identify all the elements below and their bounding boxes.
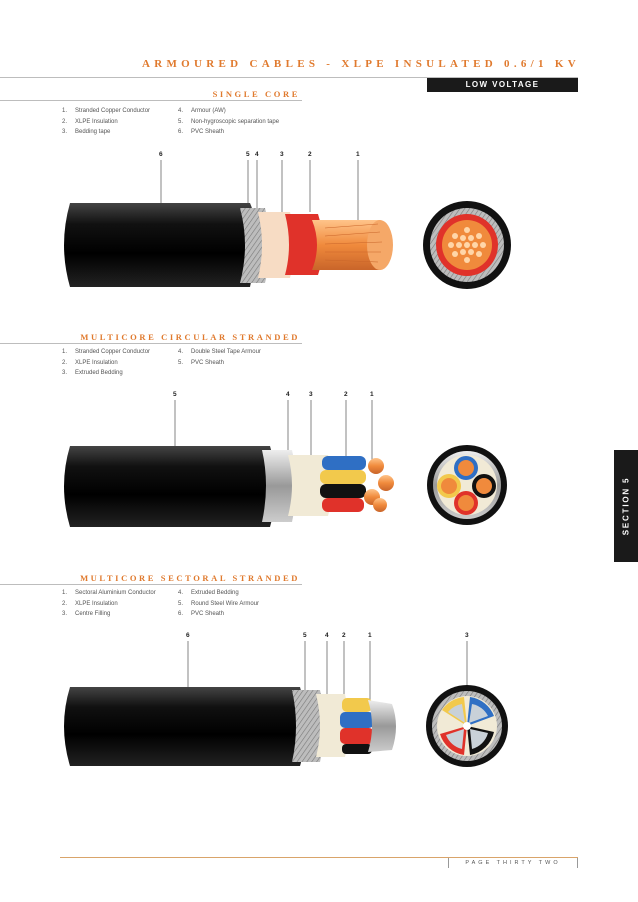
pvc-sheath-multicore (64, 446, 276, 527)
bedding-tape (258, 212, 294, 278)
footer-divider (448, 858, 449, 868)
callout-number: 6 (186, 632, 190, 639)
legend-item: 4.Extruded Bedding (178, 590, 239, 596)
legend-col-1: 1.Stranded Copper Conductor 2.XLPE Insul… (62, 106, 150, 138)
single-core-cross-section (423, 201, 511, 289)
multicore-sectoral-cross-section (426, 685, 508, 767)
core-blue (322, 456, 366, 470)
legend-item: 6.PVC Sheath (178, 611, 225, 617)
callout-number: 5 (173, 391, 177, 398)
legend-item: 1.Stranded Copper Conductor (62, 108, 151, 114)
legend-item: 4.Double Steel Tape Armour (178, 349, 261, 355)
callout-number: 4 (255, 151, 259, 158)
callout-number: 5 (303, 632, 307, 639)
callout-number: 1 (356, 151, 360, 158)
callout-number: 1 (370, 391, 374, 398)
section-title-single-core: SINGLE CORE (212, 89, 300, 99)
legend-col-2: 4.Double Steel Tape Armour 5.PVC Sheath (178, 347, 261, 368)
callout-number: 2 (308, 151, 312, 158)
callout-number: 2 (342, 632, 346, 639)
legend-item: 6.PVC Sheath (178, 129, 225, 135)
extruded-bedding-sectoral (316, 694, 349, 757)
legend-item: 1.Stranded Copper Conductor (62, 349, 151, 355)
section-title-multicore-circular: MULTICORE CIRCULAR STRANDED (80, 332, 300, 342)
pvc-sheath (64, 203, 256, 287)
legend-col-2: 4.Extruded Bedding 5.Round Steel Wire Ar… (178, 588, 259, 620)
legend-item: 1.Sectoral Aluminium Conductor (62, 590, 156, 596)
legend-item: 3.Extruded Bedding (62, 370, 123, 376)
footer-rule (60, 857, 578, 858)
legend-item: 2.XLPE Insulation (62, 118, 118, 125)
section-side-tab: SECTION 5 (614, 450, 638, 562)
legend-item: 2.XLPE Insulation (62, 600, 118, 607)
legend-col-1: 1.Sectoral Aluminium Conductor 2.XLPE In… (62, 588, 156, 620)
callout-number: 1 (368, 632, 372, 639)
extruded-bedding (288, 455, 332, 516)
section-rule (0, 343, 302, 344)
copper-conductor (312, 220, 388, 270)
legend-item: 5.Non-hygroscopic separation tape (178, 118, 280, 125)
legend-col-1: 1.Stranded Copper Conductor 2.XLPE Insul… (62, 347, 150, 379)
section-rule (0, 584, 302, 585)
page-number: PAGE THIRTY TWO (465, 860, 561, 866)
low-voltage-badge: LOW VOLTAGE (427, 78, 578, 92)
legend-col-2: 4.Armour (AW) 5.Non-hygroscopic separati… (178, 106, 279, 138)
callout-number: 3 (280, 151, 284, 158)
round-steel-wire-armour (292, 690, 324, 762)
xlpe-insulation (285, 214, 323, 275)
callout-number: 4 (286, 391, 290, 398)
callout-number: 6 (159, 151, 163, 158)
section-tab-label: SECTION 5 (621, 476, 631, 536)
steel-tape-armour (262, 450, 296, 522)
multicore-circular-cross-section (427, 445, 507, 525)
core-red (322, 498, 364, 512)
callout-number: 3 (309, 391, 313, 398)
legend-item: 5.PVC Sheath (178, 359, 225, 366)
legend-item: 3.Centre Filling (62, 611, 111, 617)
core-yellow (320, 470, 366, 484)
aluminium-conductor (368, 700, 396, 752)
callout-number: 4 (325, 632, 329, 639)
legend-item: 5.Round Steel Wire Armour (178, 600, 260, 607)
header-rule (0, 77, 578, 78)
footer-divider (577, 858, 578, 868)
legend-item: 4.Armour (AW) (178, 108, 226, 114)
section-title-multicore-sectoral: MULTICORE SECTORAL STRANDED (80, 573, 300, 583)
callout-number: 3 (465, 632, 469, 639)
callout-number: 5 (246, 151, 250, 158)
core-black (320, 484, 366, 498)
callout-number: 2 (344, 391, 348, 398)
section-rule (0, 100, 302, 101)
legend-item: 3.Bedding tape (62, 129, 111, 135)
legend-item: 2.XLPE Insulation (62, 359, 118, 366)
page-title: ARMOURED CABLES - XLPE INSULATED 0.6/1 K… (142, 58, 580, 70)
pvc-sheath-sectoral (64, 687, 306, 766)
